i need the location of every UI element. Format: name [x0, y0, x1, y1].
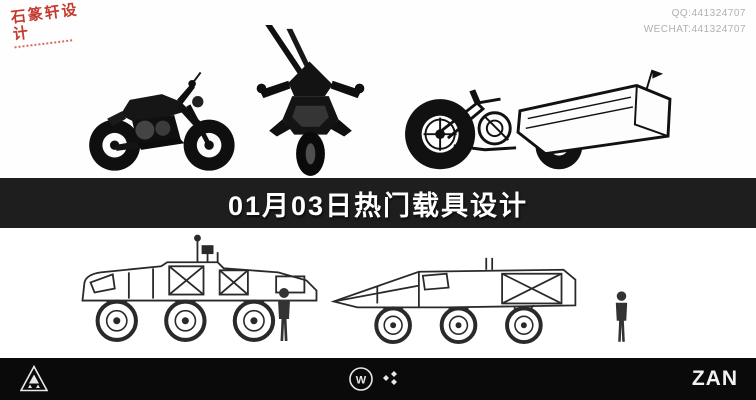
- contact-info: QQ:441324707 WECHAT:441324707: [644, 6, 746, 37]
- brand-logo: ZAN: [691, 367, 738, 390]
- diamond-dots-logo-icon: [383, 371, 397, 385]
- svg-text:W: W: [356, 375, 367, 387]
- motorcycle-front-sketch: [256, 25, 365, 176]
- center-logo-group: W: [348, 366, 400, 392]
- human-figure-right: [615, 291, 628, 342]
- triangle-logo-icon: [20, 365, 48, 392]
- qq-number: QQ:441324707: [671, 8, 746, 19]
- human-figure-left: [278, 288, 290, 341]
- page-title: 01月03日热门载具设计: [227, 190, 529, 221]
- cargo-trike-sketch: [405, 69, 672, 170]
- designer-seal-stamp: 石篆轩设计: [10, 1, 88, 48]
- top-sketch-section: 石篆轩设计 QQ:441324707 WECHAT:441324707: [0, 0, 756, 178]
- title-banner: 01月03日热门载具设计: [0, 178, 756, 228]
- truck-right-sketch: [330, 257, 577, 345]
- rover-left-sketch: [81, 234, 318, 342]
- wechat-number: WECHAT:441324707: [643, 23, 746, 35]
- footer-bar: W ZAN: [0, 358, 756, 400]
- stamp-text: 石篆轩设计: [9, 1, 80, 44]
- w-circle-logo-icon: W: [349, 367, 373, 391]
- motorcycle-side-sketch: [89, 71, 235, 171]
- bottom-sketch-section: [0, 228, 756, 358]
